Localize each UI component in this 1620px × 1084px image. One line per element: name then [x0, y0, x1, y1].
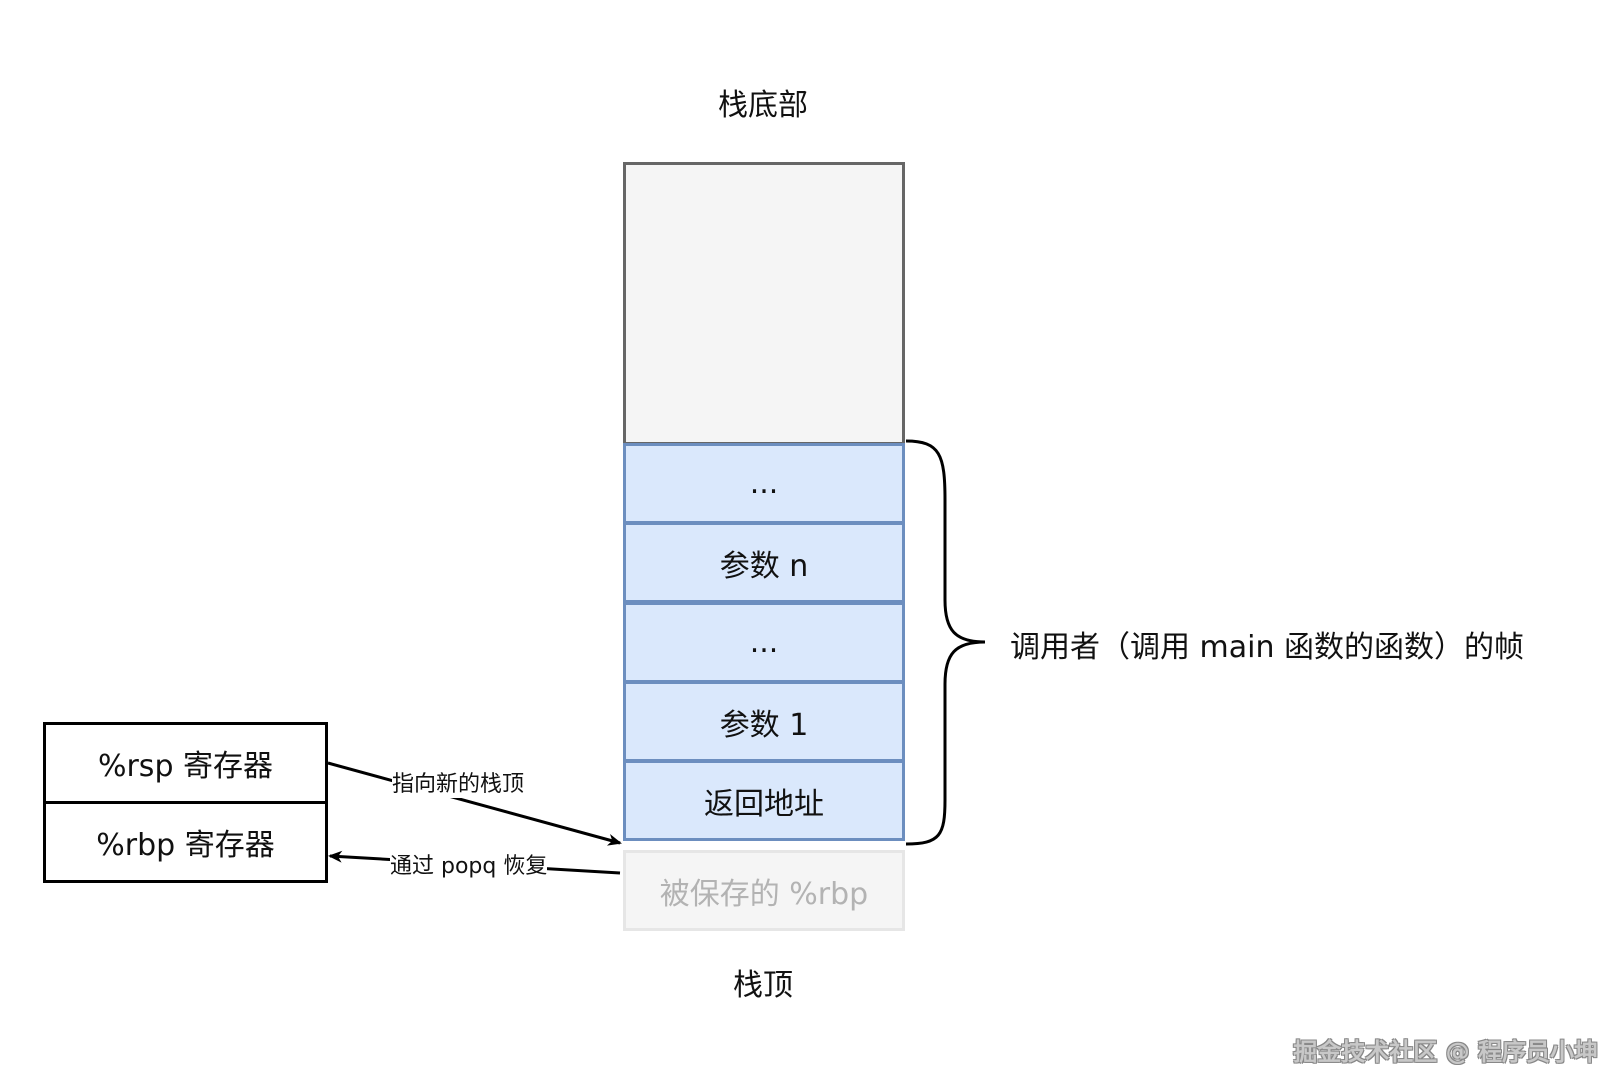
rsp-pointer-arrow [327, 761, 622, 846]
stack-cell-label: 返回地址 [704, 786, 824, 822]
stack-cell-label: ... [749, 466, 779, 501]
stack-cell-label: 参数 n [719, 548, 809, 584]
stack-cell-param-n: 参数 n [623, 522, 905, 603]
stack-cell-label: ... [749, 625, 779, 660]
register-label: %rsp 寄存器 [97, 749, 274, 784]
stack-top-label: 栈顶 [733, 968, 793, 1003]
stack-cell-ellipsis-mid: ... [623, 602, 905, 683]
frame-brace [905, 439, 986, 846]
stack-bottom-label: 栈底部 [718, 88, 808, 123]
watermark: 掘金技术社区 @ 程序员小坤 [1293, 1038, 1598, 1066]
caller-frame-label: 调用者（调用 main 函数的函数）的帧 [1010, 630, 1525, 665]
stack-cell-label: 被保存的 %rbp [659, 876, 869, 912]
empty-stack-region [623, 162, 905, 445]
rsp-edge-label: 指向新的栈顶 [392, 772, 525, 798]
register-label: %rbp 寄存器 [96, 828, 275, 863]
stack-cell-label: 参数 1 [719, 707, 809, 743]
stack-cell-param-1: 参数 1 [623, 681, 905, 762]
stack-cell-return-address: 返回地址 [623, 760, 905, 841]
rbp-register-box: %rbp 寄存器 [43, 801, 328, 883]
stack-cell-saved-rbp: 被保存的 %rbp [623, 850, 905, 931]
popq-edge-label: 通过 popq 恢复 [390, 854, 548, 880]
